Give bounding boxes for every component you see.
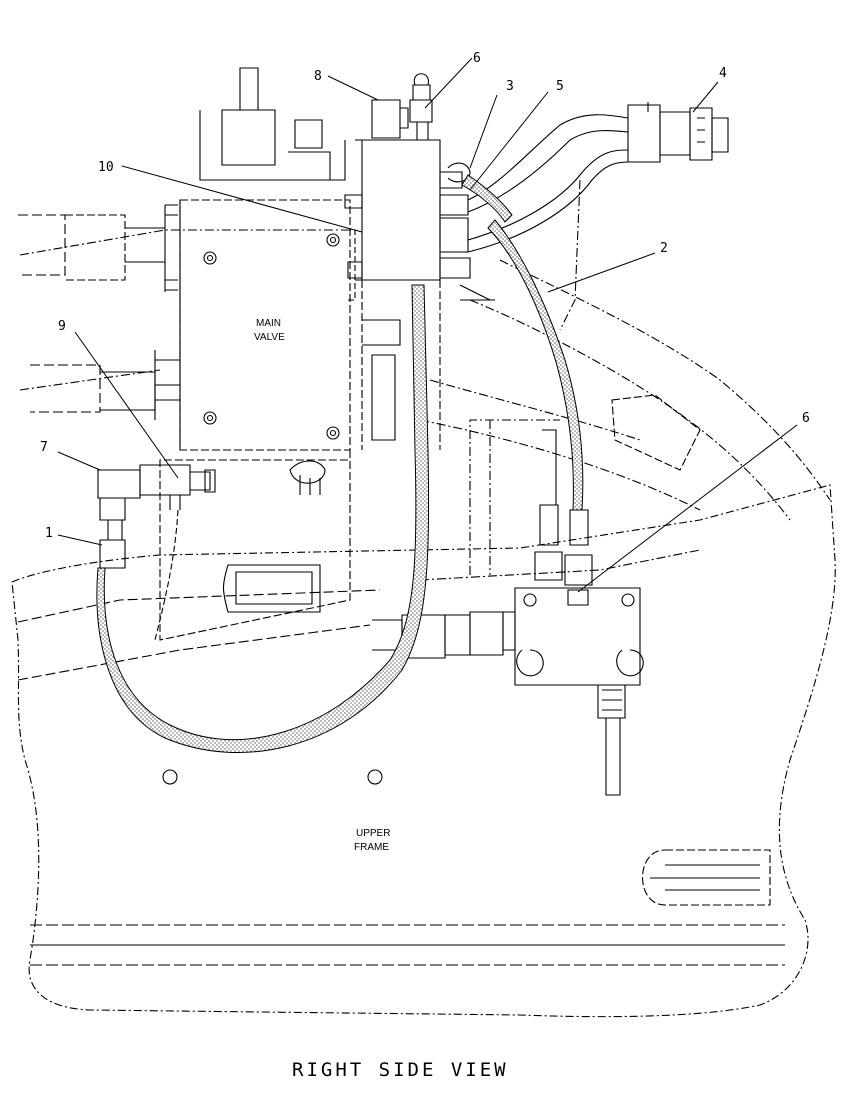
callout-10: 10 [98, 160, 114, 175]
top-fittings [371, 73, 471, 183]
valve-stack-10 [344, 139, 495, 450]
upper-frame-label-line1: UPPER [356, 828, 390, 839]
hose-bodies [96, 174, 584, 754]
callout-4: 4 [719, 66, 727, 81]
callout-8: 8 [314, 69, 322, 84]
main-valve-label-line2: VALVE [254, 332, 285, 343]
upper-frame-outline [11, 484, 836, 1018]
callout-7: 7 [40, 440, 48, 455]
curved-hoses [467, 114, 629, 253]
callout-5: 5 [556, 79, 564, 94]
hose-2 [487, 219, 584, 511]
component-labels: MAIN VALVE UPPER FRAME [254, 318, 390, 853]
callout-6b: 6 [802, 411, 810, 426]
fitting-4 [627, 102, 729, 163]
hose-1 [96, 284, 430, 754]
callout-6a: 6 [473, 51, 481, 66]
background-structure [19, 179, 831, 581]
callout-3: 3 [506, 79, 514, 94]
main-valve-body [159, 67, 351, 641]
main-valve-label-line1: MAIN [256, 318, 281, 329]
hose-5 [461, 174, 513, 223]
upper-frame-label-line2: FRAME [354, 842, 389, 853]
fittings-7-9 [97, 464, 216, 641]
leader-lines [57, 57, 798, 593]
callout-9: 9 [58, 319, 66, 334]
left-pipes [18, 204, 180, 420]
lower-valve-block [372, 394, 701, 796]
callout-2: 2 [660, 241, 668, 256]
callout-1: 1 [45, 526, 53, 541]
view-caption: RIGHT SIDE VIEW [292, 1059, 509, 1081]
callout-numbers: 10 8 6 3 5 4 2 6 7 9 1 [40, 51, 810, 541]
